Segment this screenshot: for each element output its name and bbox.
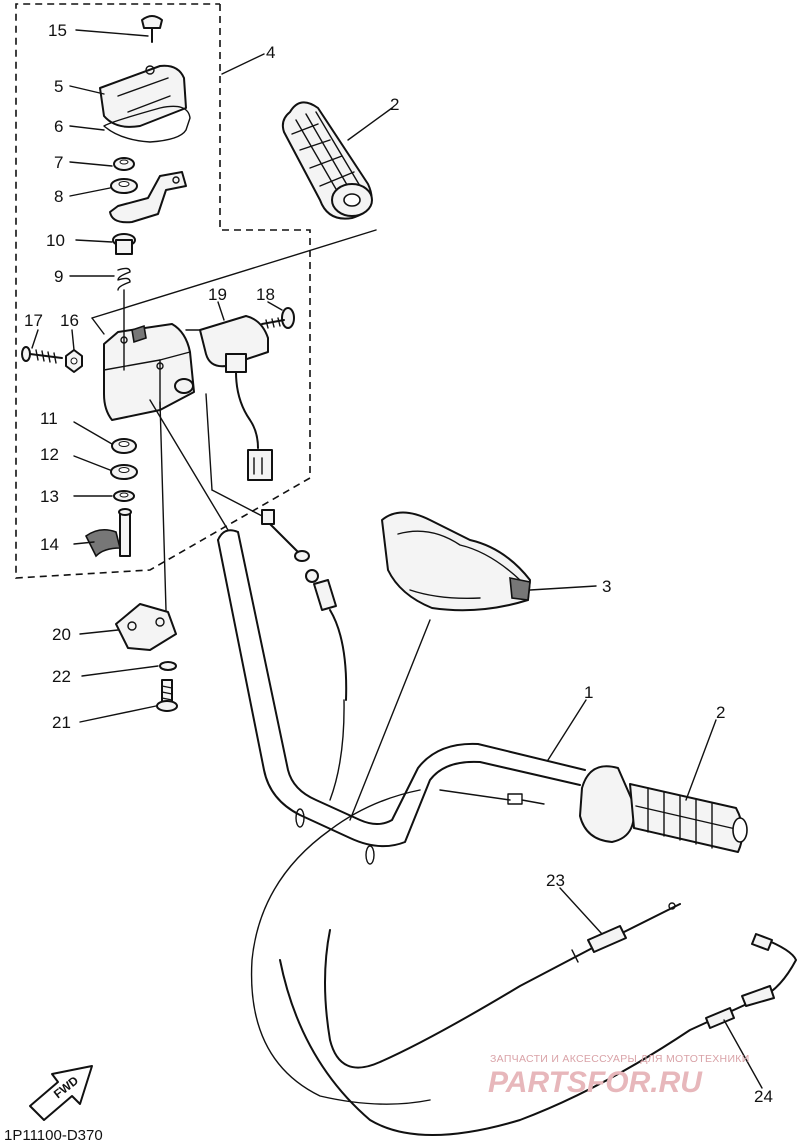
switch-cover xyxy=(99,64,187,128)
callout-23: 23 xyxy=(546,871,565,890)
switch-cable xyxy=(261,509,348,701)
leader-lines xyxy=(31,29,763,1089)
fwd-arrow: FWD xyxy=(29,1065,93,1121)
callout-2-right: 2 xyxy=(716,703,725,722)
bolt-18 xyxy=(261,307,295,329)
callout-24: 24 xyxy=(754,1087,773,1106)
washer-22 xyxy=(159,661,177,671)
callout-16: 16 xyxy=(60,311,79,330)
switch-19 xyxy=(199,315,273,481)
washer-8 xyxy=(110,178,138,194)
switch-housing xyxy=(103,323,195,421)
diagram-code: 1P11100-D370 xyxy=(4,1127,103,1144)
cover-screw xyxy=(141,15,163,43)
callout-1: 1 xyxy=(584,683,593,702)
callout-11: 11 xyxy=(40,409,58,428)
assembly-outline xyxy=(15,3,311,579)
screw-21 xyxy=(156,679,178,712)
callout-14: 14 xyxy=(40,535,59,554)
collar-10 xyxy=(112,233,136,255)
callout-7: 7 xyxy=(54,153,63,172)
washer-13 xyxy=(113,490,135,502)
callout-22: 22 xyxy=(52,667,71,686)
callout-15: 15 xyxy=(48,21,67,40)
callout-21: 21 xyxy=(52,713,71,732)
callout-4: 4 xyxy=(266,43,275,62)
watermark: ЗАПЧАСТИ И АКСЕССУАРЫ ДЛЯ МОТОТЕХНИКИ PA… xyxy=(488,1053,750,1099)
callout-2-top: 2 xyxy=(390,95,399,114)
handlebar xyxy=(217,529,586,865)
callout-9: 9 xyxy=(54,267,63,286)
left-grip xyxy=(281,101,373,220)
callout-5: 5 xyxy=(54,77,63,96)
callout-13: 13 xyxy=(40,487,59,506)
callout-17: 17 xyxy=(24,311,43,330)
callout-12: 12 xyxy=(40,445,59,464)
spring-9 xyxy=(117,267,131,291)
callout-8: 8 xyxy=(54,187,63,206)
callout-19: 19 xyxy=(208,285,227,304)
bolt-17 xyxy=(21,346,63,364)
watermark-logo: PARTSFOR.RU xyxy=(488,1066,703,1099)
callout-10: 10 xyxy=(46,231,65,250)
callout-20: 20 xyxy=(52,625,71,644)
nut-7 xyxy=(113,157,135,171)
long-cable-loop xyxy=(250,699,545,1105)
washer-12 xyxy=(110,464,138,480)
callout-3: 3 xyxy=(602,577,611,596)
gasket xyxy=(103,105,191,143)
lever-bracket xyxy=(109,171,187,224)
callout-labels: 15 4 5 6 7 8 10 9 17 16 19 18 2 11 12 13… xyxy=(24,21,773,1106)
cable-24 xyxy=(279,933,797,1136)
callout-6: 6 xyxy=(54,117,63,136)
bushing-11 xyxy=(111,438,137,454)
lever-14 xyxy=(84,508,132,558)
handlebar-cover xyxy=(381,511,531,612)
cable-23 xyxy=(324,902,681,1069)
watermark-caption: ЗАПЧАСТИ И АКСЕССУАРЫ ДЛЯ МОТОТЕХНИКИ xyxy=(490,1053,750,1065)
callout-18: 18 xyxy=(256,285,275,304)
assembly-axis-lines xyxy=(91,229,431,821)
nut-16 xyxy=(65,349,83,373)
clamp-20 xyxy=(115,603,177,651)
right-grip xyxy=(579,765,748,853)
